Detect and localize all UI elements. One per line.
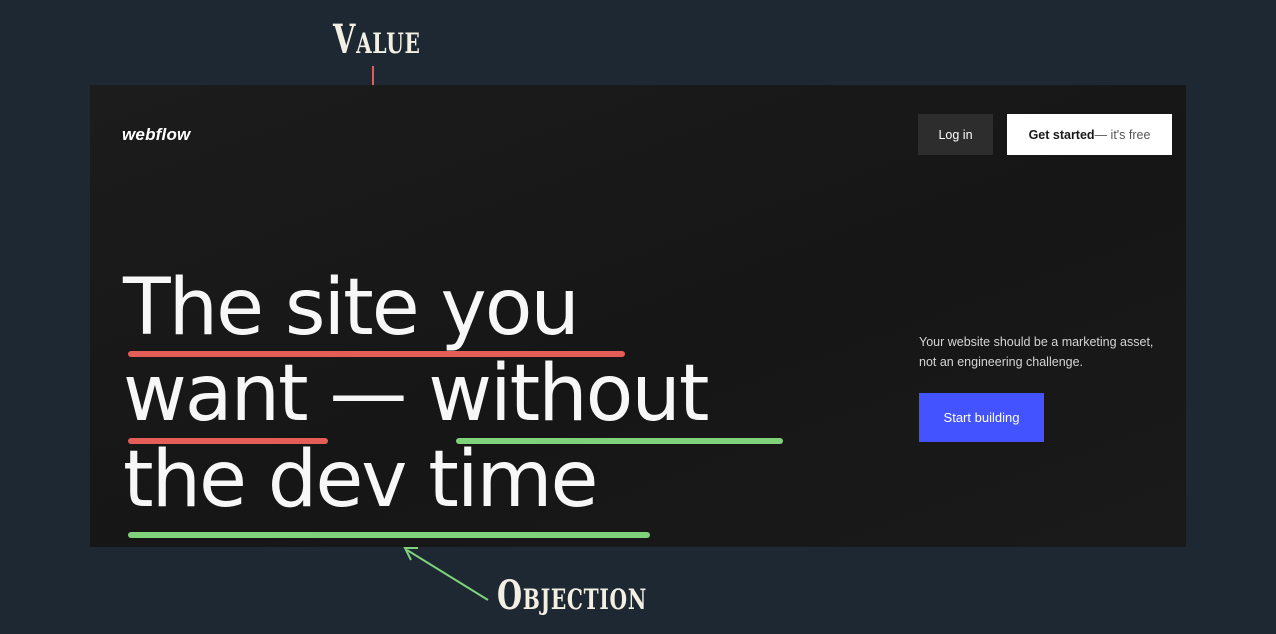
objection-arrow <box>403 547 489 601</box>
objection-underline-2 <box>128 532 650 538</box>
objection-underline-1 <box>456 438 783 444</box>
annotation-value-label: Value <box>333 16 421 63</box>
webflow-site-screenshot: webflow Log in Get started — it's free T… <box>90 85 1186 547</box>
value-underline-1 <box>128 351 625 357</box>
headline-line-2: want — without <box>123 349 709 439</box>
headline-line-1: The site you <box>123 263 580 353</box>
webflow-logo[interactable]: webflow <box>122 125 191 144</box>
headline-line-3: the dev time <box>123 435 598 525</box>
login-button[interactable]: Log in <box>918 114 993 155</box>
get-started-button[interactable]: Get started — it's free <box>1007 114 1172 155</box>
annotation-objection-label: Objection <box>497 572 647 619</box>
hero-headline: The site you want — without the dev time <box>123 265 883 523</box>
start-building-button[interactable]: Start building <box>919 393 1044 442</box>
value-underline-2 <box>128 438 328 444</box>
get-started-suffix: — it's free <box>1094 127 1151 142</box>
hero-tagline: Your website should be a marketing asset… <box>919 335 1154 369</box>
get-started-label: Get started <box>1028 127 1095 142</box>
